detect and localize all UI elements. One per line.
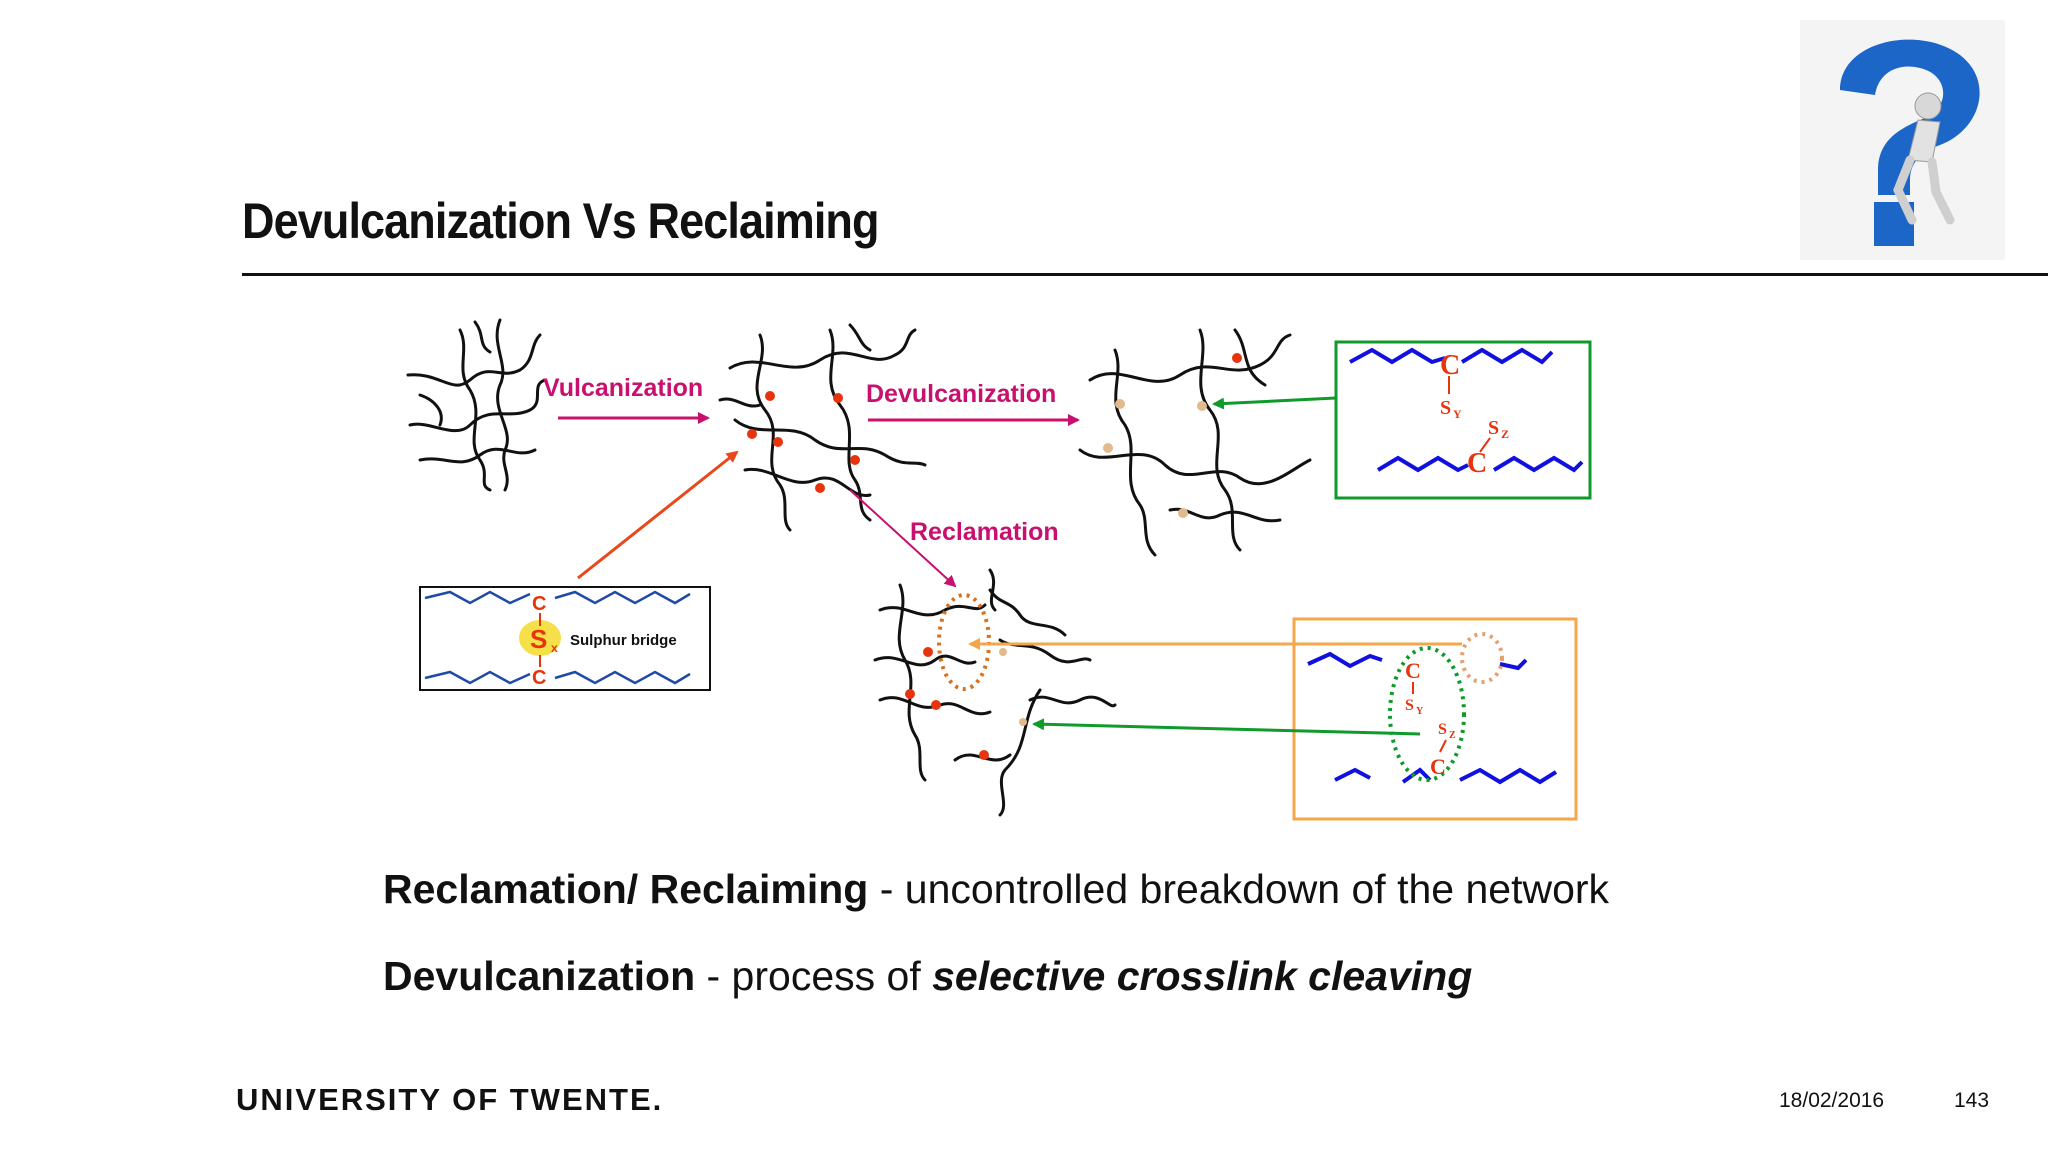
sulphur-bridge-arrow — [577, 450, 739, 580]
devulcanization-term: Devulcanization — [383, 953, 696, 999]
raw-rubber-network — [406, 318, 547, 492]
university-logo: UNIVERSITY OF TWENTE. — [236, 1082, 664, 1117]
box2-sub-y: Y — [1416, 706, 1424, 717]
slide-number: 143 — [1954, 1089, 1990, 1112]
green-arrow-bottom — [1032, 718, 1421, 736]
bridge-atom-c-top: C — [532, 593, 546, 615]
reclaiming-term: Reclamation/ Reclaiming — [383, 866, 869, 912]
reclamation-arrow — [849, 489, 957, 588]
reclamation-label: Reclamation — [910, 518, 1059, 546]
box2-atom-c-1: C — [1405, 658, 1421, 683]
devulcanization-emphasis: selective crosslink cleaving — [932, 953, 1473, 999]
devulcanization-text: - process of — [695, 953, 933, 999]
vulcanization-label: Vulcanization — [543, 374, 703, 402]
box2-sub-z: Z — [1449, 730, 1456, 741]
crosslink-dots — [747, 391, 860, 493]
atom-c-1: C — [1440, 350, 1460, 381]
selective-cleavage-box — [1334, 340, 1592, 500]
polymer-chains-top — [1349, 347, 1584, 473]
random-scission-box — [1292, 617, 1578, 821]
title-divider — [242, 273, 2048, 276]
bridge-atom-s: S — [530, 624, 547, 654]
question-mark-figure-icon — [1800, 20, 2005, 260]
green-dashed-ellipse — [1388, 646, 1466, 782]
sub-z: Z — [1501, 427, 1509, 441]
box2-atom-s-z: S — [1438, 721, 1447, 738]
devulcanization-label: Devulcanization — [866, 380, 1056, 408]
box2-atom-c-2: C — [1430, 754, 1446, 779]
broken-crosslink-dots — [1103, 353, 1242, 518]
sub-y: Y — [1453, 407, 1462, 421]
reclaiming-definition: Reclamation/ Reclaiming - uncontrolled b… — [383, 866, 1609, 913]
atom-s-z: S — [1488, 417, 1499, 439]
devulcanization-definition: Devulcanization - process of selective c… — [383, 953, 1472, 1000]
polymer-chains-bottom — [1307, 651, 1558, 785]
atom-s-y: S — [1440, 397, 1451, 419]
vulcanized-network — [718, 323, 927, 532]
bridge-sub-x: x — [551, 641, 558, 655]
page-title: Devulcanization Vs Reclaiming — [242, 193, 879, 249]
devulcanized-network — [1078, 328, 1312, 557]
box2-atom-s-y: S — [1405, 697, 1414, 714]
sulphur-bridge-label: Sulphur bridge — [570, 632, 677, 649]
orange-dashed-circle — [1460, 632, 1504, 684]
reclaimed-dots — [905, 647, 1027, 760]
green-arrow-top — [1212, 396, 1337, 410]
sulphur-bridge-chains — [424, 590, 691, 685]
reclaimed-dashed-ellipse — [937, 593, 991, 691]
bridge-atom-c-bottom: C — [532, 667, 546, 689]
sulphur-bridge-box — [419, 586, 711, 691]
slide-date: 18/02/2016 — [1779, 1089, 1885, 1112]
reclaiming-text: - uncontrolled breakdown of the network — [868, 866, 1610, 912]
atom-c-2: C — [1467, 448, 1487, 479]
